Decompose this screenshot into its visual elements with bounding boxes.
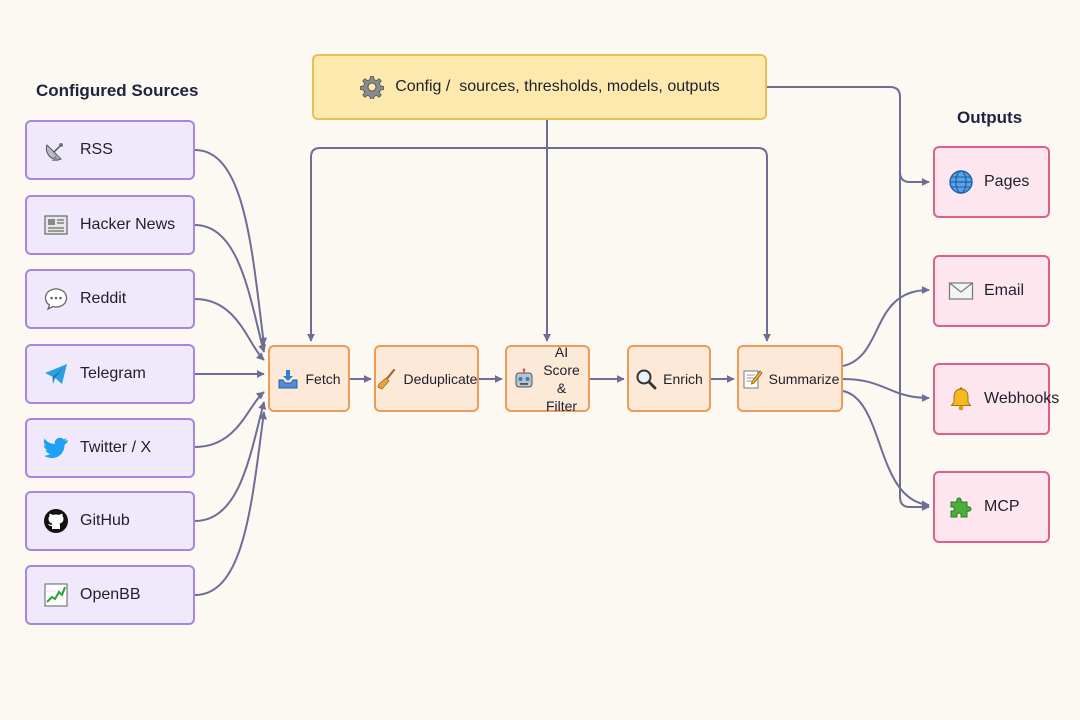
telegram-icon (42, 360, 70, 388)
envelope-icon (947, 277, 975, 305)
arrow-config-to-fetch (307, 147, 547, 342)
source-hacker-news[interactable]: Hacker News (25, 195, 195, 255)
arrow-openbb-to-fetch (194, 411, 267, 596)
stage-fetch-label: Fetch (305, 370, 341, 387)
github-icon (42, 507, 70, 535)
bell-icon (947, 385, 975, 413)
stage-fetch[interactable]: Fetch (268, 345, 350, 412)
source-telegram-label: Telegram (80, 365, 146, 382)
source-github-label: GitHub (80, 512, 130, 529)
stage-ai-score[interactable]: AI Score & Filter (505, 343, 590, 415)
arrow-summarize-to-email (842, 286, 930, 367)
twitter-bird-icon (42, 434, 70, 462)
speech-bubble-icon (42, 285, 70, 313)
memo-icon (741, 368, 763, 390)
arrow-config-bus-to-mcp (899, 172, 930, 511)
stage-ai-score-label: AI Score & Filter (541, 343, 582, 415)
chart-increasing-icon (42, 581, 70, 609)
source-github[interactable]: GitHub (25, 491, 195, 551)
inbox-tray-icon (277, 368, 299, 390)
arrow-rss-to-fetch (194, 149, 268, 346)
output-webhooks[interactable]: Webhooks (933, 363, 1059, 435)
stage-enrich-label: Enrich (663, 370, 703, 387)
outputs-heading: Outputs (957, 108, 1023, 127)
output-pages[interactable]: Pages (933, 146, 1050, 218)
source-hacker-news-label: Hacker News (80, 216, 176, 233)
output-webhooks-label: Webhooks (984, 390, 1060, 407)
config-node[interactable]: Config / sources, thresholds, models, ou… (312, 54, 767, 120)
arrow-summarize-to-webhooks (842, 378, 930, 402)
config-label: Config / sources, thresholds, models, ou… (395, 78, 720, 95)
globe-icon (947, 168, 975, 196)
source-openbb-label: OpenBB (80, 586, 141, 603)
stage-enrich[interactable]: Enrich (627, 345, 711, 412)
source-reddit[interactable]: Reddit (25, 269, 195, 329)
stage-deduplicate-label: Deduplicate (403, 370, 478, 387)
stage-ai-score-label-line1: AI Score (543, 343, 580, 378)
stage-deduplicate[interactable]: Deduplicate (374, 345, 479, 412)
arrow-github-to-fetch (194, 401, 267, 522)
output-mcp-label: MCP (984, 498, 1020, 515)
output-mcp[interactable]: MCP (933, 471, 1050, 543)
magnifier-icon (635, 368, 657, 390)
arrow-config-to-summarize (547, 147, 771, 342)
stage-ai-score-label-line2: & Filter (545, 379, 578, 414)
source-openbb[interactable]: OpenBB (25, 565, 195, 625)
source-telegram[interactable]: Telegram (25, 344, 195, 404)
arrow-reddit-to-fetch (194, 298, 265, 361)
newspaper-icon (42, 211, 70, 239)
source-rss-label: RSS (80, 141, 113, 158)
robot-icon (513, 367, 535, 390)
gear-icon (359, 74, 385, 100)
source-rss[interactable]: RSS (25, 120, 195, 180)
stage-summarize[interactable]: Summarize (737, 345, 843, 412)
sources-heading: Configured Sources (36, 81, 199, 100)
stage-summarize-label: Summarize (768, 370, 840, 387)
output-email[interactable]: Email (933, 255, 1050, 327)
source-twitter-label: Twitter / X (80, 439, 152, 456)
arrow-twitter-to-fetch (194, 391, 265, 448)
satellite-dish-icon (42, 136, 70, 164)
source-reddit-label: Reddit (80, 290, 127, 307)
output-email-label: Email (984, 282, 1025, 299)
output-pages-label: Pages (984, 173, 1030, 190)
arrow-summarize-to-mcp (842, 390, 930, 509)
arrow-config-to-outputs (767, 86, 930, 186)
broom-icon (376, 368, 398, 390)
puzzle-piece-icon (947, 493, 975, 521)
source-twitter[interactable]: Twitter / X (25, 418, 195, 478)
arrow-hacker-news-to-fetch (194, 224, 266, 353)
